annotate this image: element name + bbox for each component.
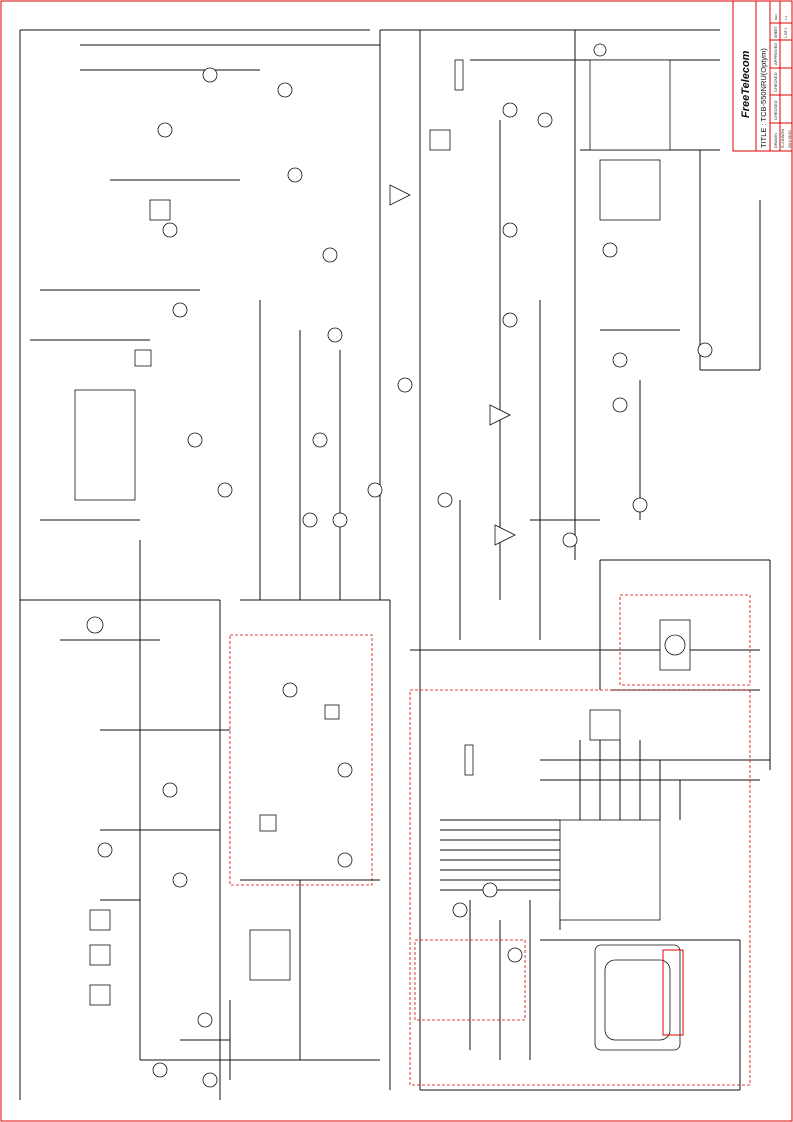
sheet-number: 1 OF 1 xyxy=(784,27,788,38)
wiring xyxy=(19,29,771,1100)
lcd-glass xyxy=(604,959,671,1041)
header-checked-1: CHECKED xyxy=(773,100,778,120)
ic-small xyxy=(589,709,621,741)
header-checked-2: CHECKED xyxy=(773,72,778,92)
ic-left-interface xyxy=(74,389,136,501)
ic-bottom xyxy=(249,929,291,981)
op-amps xyxy=(389,184,516,546)
drawn-by: S.J.KWON xyxy=(780,129,785,148)
drawing-title: TITLE : TCB-550NRU(Optym) xyxy=(759,48,768,148)
passive-components xyxy=(89,59,671,1006)
drawn-date: 2012.08.20 xyxy=(788,130,792,148)
company-name: FreeTelecom xyxy=(740,50,752,118)
annotation-boxes xyxy=(229,594,751,1086)
title-block: FreeTelecom TITLE : TCB-550NRU(Optym) DR… xyxy=(732,0,793,152)
lcd-connector xyxy=(662,949,684,1036)
header-approved: APPROVED xyxy=(773,43,778,65)
transistors xyxy=(86,43,713,1088)
rf-connector-jack xyxy=(664,634,686,656)
integrated-circuits xyxy=(74,389,691,1051)
header-sheet: SHEET xyxy=(774,25,778,38)
header-drawn: DRAWN xyxy=(773,133,778,148)
ic-main-controller xyxy=(559,819,661,921)
rev-label: REV xyxy=(774,14,778,20)
rev-value: 1.2 xyxy=(784,15,788,20)
